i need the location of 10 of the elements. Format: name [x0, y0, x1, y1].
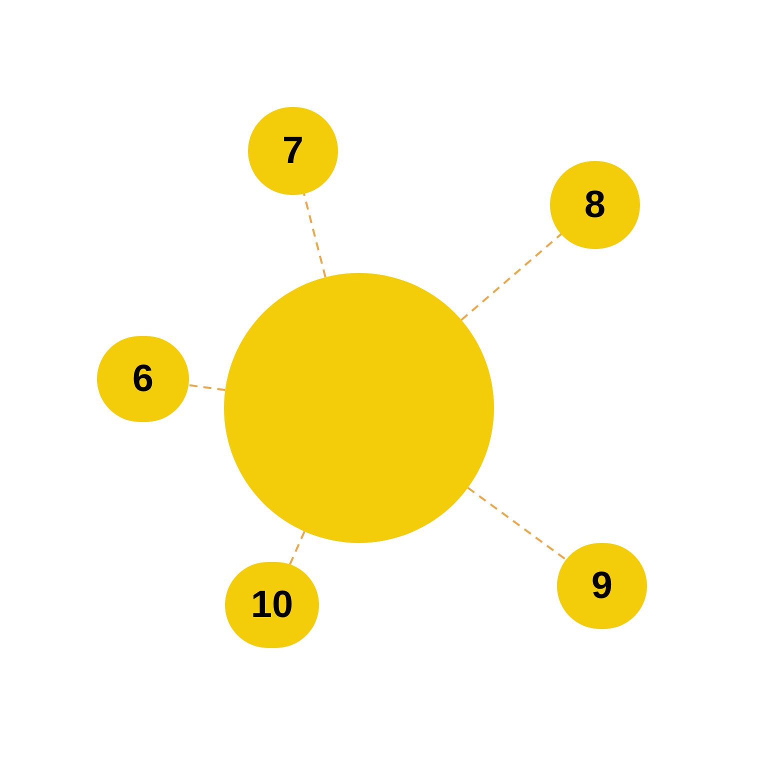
dashed-connector [288, 531, 306, 566]
dashed-connector [188, 384, 226, 392]
node-number: 10 [250, 586, 294, 624]
dashed-connector [467, 486, 567, 561]
node-number: 8 [584, 186, 606, 224]
dashed-connector [460, 233, 562, 321]
node-number: 6 [132, 360, 154, 398]
dashed-connector [303, 193, 326, 278]
node-number: 9 [591, 567, 613, 605]
node-number: 7 [282, 132, 304, 170]
